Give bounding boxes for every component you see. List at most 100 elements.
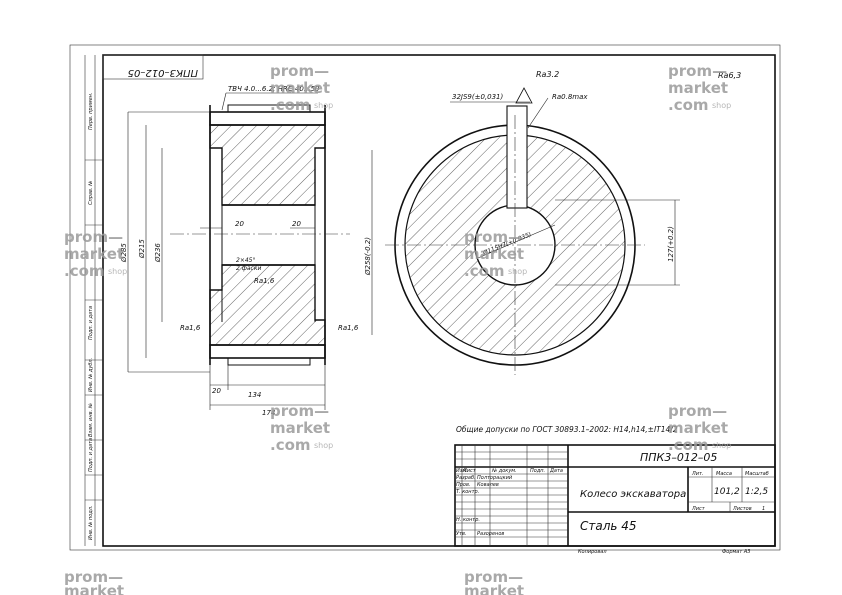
tb-role-tkontr: Т. контр. <box>456 489 479 495</box>
svg-text:prom—: prom— <box>270 62 329 80</box>
svg-text:prom—: prom— <box>64 568 123 586</box>
svg-text:.com: .com <box>464 262 505 280</box>
svg-text:shop: shop <box>108 267 127 276</box>
inner-frame <box>102 54 776 547</box>
tb-sheet-label: Лист <box>691 506 706 512</box>
roughness-general: Ra6,3 <box>718 71 741 80</box>
watermark-group: prom— market .com shop prom— market .com… <box>64 62 731 595</box>
svg-text:prom—: prom— <box>64 228 123 246</box>
svg-text:prom—: prom— <box>270 402 329 420</box>
tb-sheets-value: 1 <box>762 506 765 512</box>
svg-text:market: market <box>668 79 728 97</box>
dim-174: 174 <box>262 409 275 417</box>
roughness-1: Ra1,6 <box>254 277 275 285</box>
dim-d285: Ø285 <box>120 243 128 263</box>
svg-text:shop: shop <box>508 267 527 276</box>
watermark-6: prom— market .com shop <box>668 402 731 454</box>
tb-scale: 1:2,5 <box>745 487 768 497</box>
tb-title: Колесо экскаватора <box>580 489 686 500</box>
side-label-0: Перв. примен. <box>88 92 94 130</box>
tb-format: Формат А3 <box>722 549 750 555</box>
rotated-designation: ППК3–012–05 <box>128 67 198 78</box>
svg-text:.com: .com <box>270 96 311 114</box>
rotated-designation-box <box>102 54 204 80</box>
watermark-1: prom— market .com shop <box>270 62 333 114</box>
watermark-8: prom— market <box>464 568 524 595</box>
tb-designation: ППК3–012–05 <box>640 451 717 464</box>
svg-text:prom—: prom— <box>464 568 523 586</box>
svg-text:prom—: prom— <box>668 402 727 420</box>
svg-text:.com: .com <box>668 96 709 114</box>
dim-134: 134 <box>248 391 261 399</box>
tolerance-note: Общие допуски по ГОСТ 30893.1–2002: H14,… <box>456 425 678 434</box>
roughness-2: Ra1,6 <box>180 324 201 332</box>
tb-sheets-label: Листов <box>732 506 752 512</box>
dim-20a: 20 <box>235 220 244 228</box>
svg-text:prom—: prom— <box>668 62 727 80</box>
svg-text:shop: shop <box>314 441 333 450</box>
outer-frame <box>69 44 781 551</box>
side-label-4: Взам. инв. № <box>88 403 94 437</box>
svg-text:market: market <box>464 245 524 263</box>
dim-20b: 20 <box>292 220 301 228</box>
side-label-5: Подп. и дата <box>88 438 94 472</box>
tb-row-list: Лист <box>462 468 477 474</box>
tb-role-nkontr: Н. контр. <box>456 517 480 523</box>
keyway-note: 32JS9(±0,031) <box>452 93 504 101</box>
chamfer-note-2: 2 фаски <box>236 265 261 272</box>
svg-text:.com: .com <box>668 436 709 454</box>
tb-row-doc: № докум. <box>491 468 517 474</box>
svg-text:shop: shop <box>314 101 333 110</box>
tb-material: Сталь 45 <box>580 519 637 533</box>
tb-copied: Копировал <box>578 549 607 555</box>
svg-text:market: market <box>64 582 124 595</box>
svg-text:market: market <box>270 79 330 97</box>
side-label-2: Подп. и дата <box>88 306 94 340</box>
hardness-note: ТВЧ 4.0...6.2; HRC 40...50 <box>228 85 320 93</box>
tb-name-prov: Ковалев <box>477 482 499 488</box>
watermark-7: prom— market <box>64 568 124 595</box>
title-block <box>454 444 776 547</box>
tb-col-mass: Масса <box>716 471 732 477</box>
svg-text:market: market <box>64 245 124 263</box>
watermark-4: prom— market .com shop <box>464 228 527 280</box>
side-label-3: Инв. № дубл. <box>88 358 94 392</box>
tb-row-sign: Подп. <box>530 468 545 474</box>
tb-col-lit: Лит. <box>691 471 704 477</box>
roughness-key: Ra0.8max <box>552 93 588 101</box>
watermark-5: prom— market .com shop <box>270 402 333 454</box>
roughness-top: Ra3.2 <box>536 70 559 79</box>
dim-20c: 20 <box>212 387 221 395</box>
roughness-3: Ra1,6 <box>338 324 359 332</box>
dim-d236: Ø236 <box>154 243 162 263</box>
tb-role-utv: Утв. <box>456 531 467 537</box>
svg-text:market: market <box>668 419 728 437</box>
svg-text:shop: shop <box>712 441 731 450</box>
svg-text:.com: .com <box>64 262 105 280</box>
front-view <box>385 87 680 375</box>
tb-name-utv: Разоренов <box>477 531 504 537</box>
svg-text:market: market <box>270 419 330 437</box>
tb-role-prov: Пров. <box>456 482 471 488</box>
side-block: Перв. примен. Справ. № Подп. и дата Инв.… <box>84 55 103 546</box>
svg-text:market: market <box>464 582 524 595</box>
svg-text:.com: .com <box>270 436 311 454</box>
chamfer-note: 2×45° <box>236 257 255 264</box>
dim-127: 127(+0.2) <box>667 226 675 262</box>
tb-col-scale: Масштаб <box>745 471 769 477</box>
tb-row-date: Дата <box>549 468 563 474</box>
side-label-1: Справ. № <box>88 181 94 205</box>
tb-mass: 101,2 <box>714 487 740 497</box>
tb-role-razrab: Разраб. <box>456 475 476 481</box>
svg-text:prom—: prom— <box>464 228 523 246</box>
side-label-6: Инв. № подл. <box>88 506 94 541</box>
section-view <box>127 104 373 410</box>
tb-row-izm: Изм. <box>456 468 468 474</box>
dim-d215: Ø215 <box>138 239 146 259</box>
watermark-3: prom— market .com shop <box>64 228 127 280</box>
dim-d258: Ø258(-0.2) <box>364 237 372 276</box>
tb-name-razrab: Полторацкий <box>477 475 513 481</box>
svg-text:shop: shop <box>712 101 731 110</box>
watermark-2: prom— market .com shop <box>668 62 731 114</box>
